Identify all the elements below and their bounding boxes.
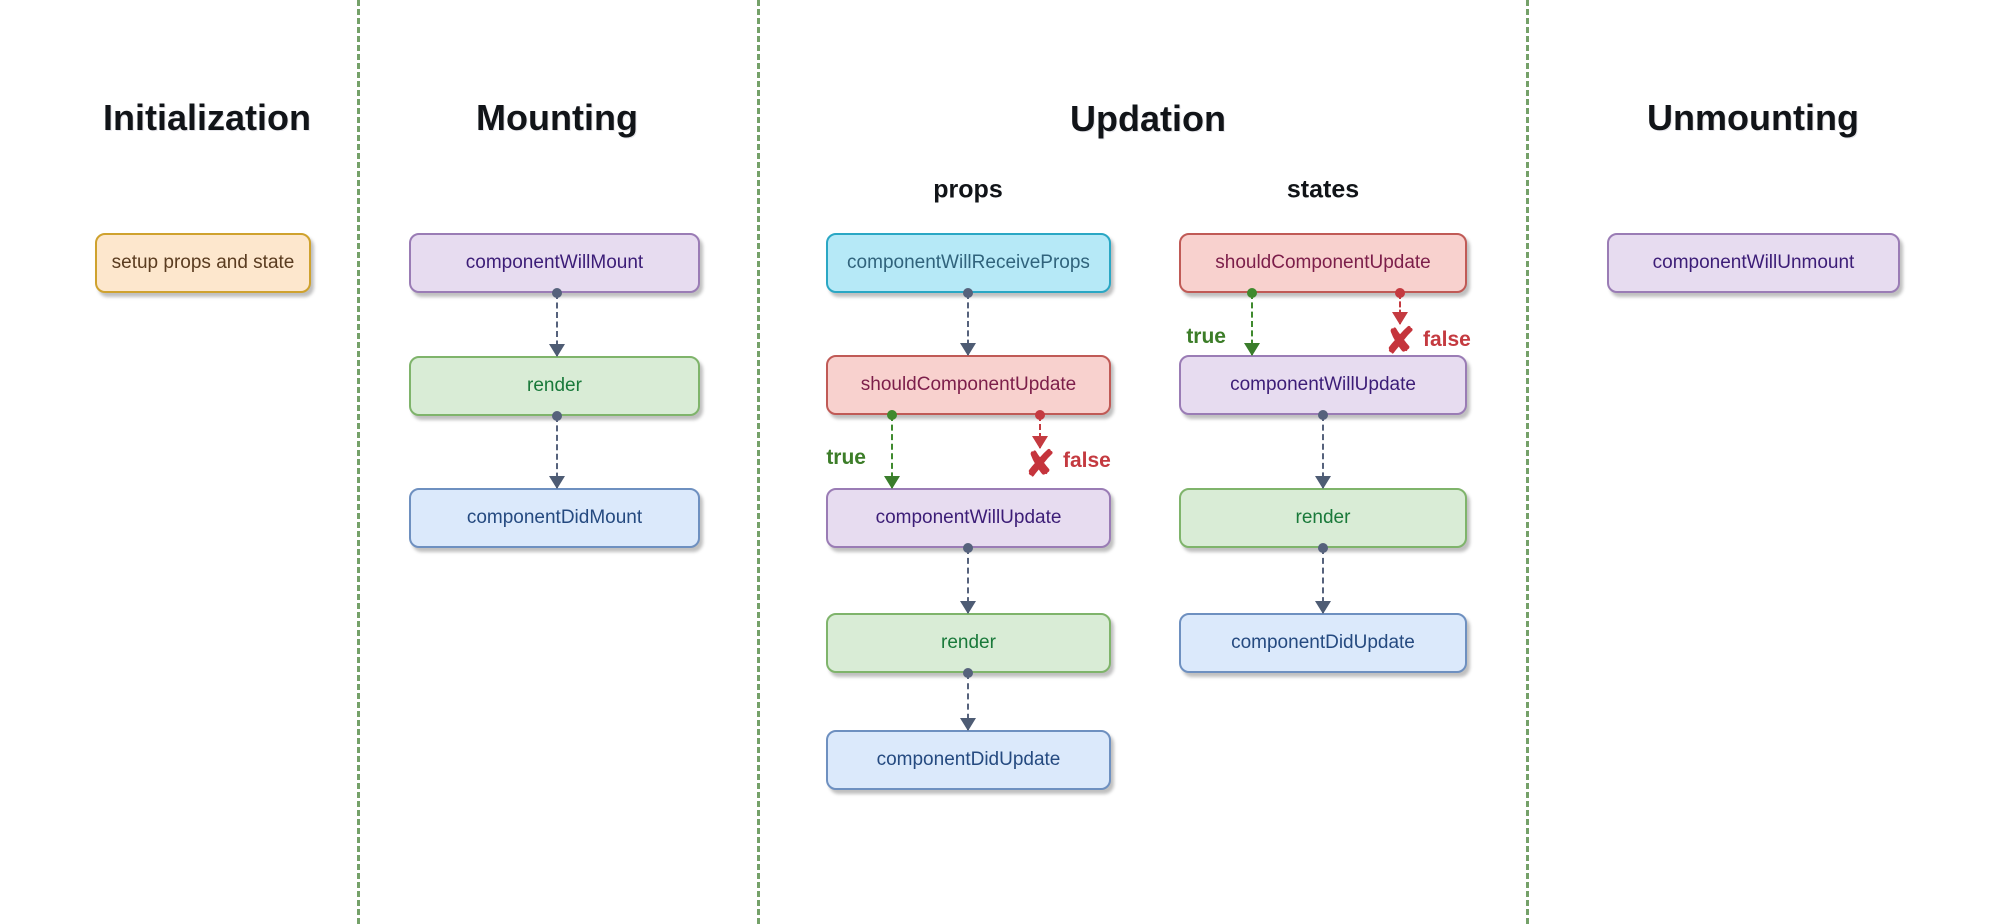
node-component-will-update-props: componentWillUpdate	[826, 488, 1111, 548]
node-render-states: render	[1179, 488, 1467, 548]
node-label: render	[527, 375, 582, 396]
section-title-unmounting: Unmounting	[1647, 97, 1859, 138]
dashed-line	[556, 416, 558, 488]
true-label: true	[1186, 325, 1226, 348]
node-render-mounting: render	[409, 356, 700, 416]
node-label: componentDidUpdate	[876, 749, 1061, 770]
node-label: shouldComponentUpdate	[1215, 252, 1431, 273]
flow-dot	[1247, 288, 1257, 298]
node-label: componentWillUnmount	[1652, 252, 1855, 273]
dashed-line	[1039, 415, 1041, 448]
column-separator	[757, 0, 760, 924]
cross-icon: ✘	[1024, 443, 1056, 484]
arrow-down-icon	[549, 476, 565, 489]
node-render-props: render	[826, 613, 1111, 673]
arrow-down-icon	[960, 343, 976, 356]
cross-icon: ✘	[1384, 320, 1416, 361]
section-title-initialization: Initialization	[102, 97, 312, 138]
node-label: setup props and state	[111, 252, 295, 273]
dashed-line	[967, 673, 969, 730]
node-label: componentWillUpdate	[1230, 374, 1416, 395]
node-setup-props-and-state: setup props and state	[95, 233, 311, 293]
dashed-line	[556, 293, 558, 356]
arrow-down-icon	[1244, 343, 1260, 356]
dashed-line	[1322, 415, 1324, 488]
node-label: componentDidMount	[466, 507, 643, 528]
arrow-down-icon	[1315, 476, 1331, 489]
node-should-component-update-props: shouldComponentUpdate	[826, 355, 1111, 415]
node-label: render	[1295, 507, 1351, 528]
dashed-line	[1399, 293, 1401, 324]
flow-dot	[1035, 410, 1045, 420]
node-component-did-update-props: componentDidUpdate	[826, 730, 1111, 790]
node-label: shouldComponentUpdate	[860, 374, 1077, 395]
node-label: render	[941, 632, 996, 653]
false-label: false	[1423, 328, 1471, 351]
node-label: componentWillReceiveProps	[847, 252, 1090, 273]
column-separator	[357, 0, 360, 924]
dashed-line	[967, 293, 969, 355]
node-label: componentWillMount	[465, 252, 644, 273]
node-label: componentDidUpdate	[1231, 632, 1415, 653]
subcolumn-title-states: states	[1286, 175, 1360, 204]
arrow-down-icon	[1315, 601, 1331, 614]
flow-dot	[552, 411, 562, 421]
column-separator	[1526, 0, 1529, 924]
arrow-down-icon	[960, 718, 976, 731]
arrow-down-icon	[960, 601, 976, 614]
true-label: true	[826, 446, 866, 469]
flow-dot	[963, 288, 973, 298]
node-component-will-mount: componentWillMount	[409, 233, 700, 293]
flow-dot	[963, 543, 973, 553]
flow-dot	[887, 410, 897, 420]
arrow-down-icon	[1392, 312, 1408, 325]
arrow-down-icon	[549, 344, 565, 357]
section-title-updation: Updation	[1070, 98, 1226, 139]
node-label: componentWillUpdate	[875, 507, 1062, 528]
flow-dot	[1395, 288, 1405, 298]
node-component-will-update-states: componentWillUpdate	[1179, 355, 1467, 415]
node-component-did-update-states: componentDidUpdate	[1179, 613, 1467, 673]
node-component-will-unmount: componentWillUnmount	[1607, 233, 1900, 293]
node-component-did-mount: componentDidMount	[409, 488, 700, 548]
flow-dot	[963, 668, 973, 678]
arrow-down-icon	[1032, 436, 1048, 449]
dashed-line	[1251, 293, 1253, 355]
arrow-down-icon	[884, 476, 900, 489]
section-title-mounting: Mounting	[476, 97, 638, 138]
subcolumn-title-props: props	[933, 175, 1003, 204]
flow-dot	[552, 288, 562, 298]
flow-dot	[1318, 543, 1328, 553]
node-component-will-receive-props: componentWillReceiveProps	[826, 233, 1111, 293]
dashed-line	[891, 415, 893, 488]
flow-dot	[1318, 410, 1328, 420]
false-label: false	[1063, 449, 1111, 472]
node-should-component-update-states: shouldComponentUpdate	[1179, 233, 1467, 293]
dashed-line	[1322, 548, 1324, 613]
dashed-line	[967, 548, 969, 613]
